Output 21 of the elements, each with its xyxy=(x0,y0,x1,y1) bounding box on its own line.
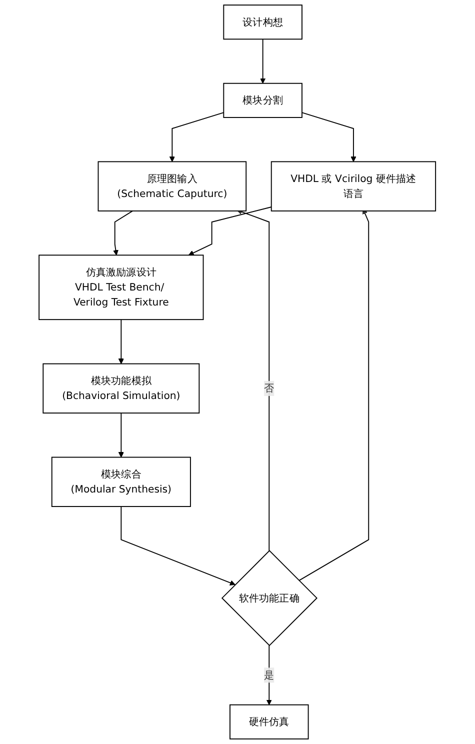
arrow xyxy=(302,112,356,162)
edge-label: 否 xyxy=(264,382,274,394)
node-box: 硬件仿真 xyxy=(230,704,309,740)
node-box: 设计构想 xyxy=(223,4,303,40)
node-box: VHDL 或 Vcirilog 硬件描述语言 xyxy=(271,161,436,212)
arrow xyxy=(118,319,124,364)
arrow xyxy=(298,208,370,582)
arrow xyxy=(120,506,236,586)
node-box: 仿真激励源设计 VHDL Test Bench/ Verilog Test Fixture xyxy=(38,254,204,320)
arrow xyxy=(260,38,266,84)
edge-label: 是 xyxy=(264,668,274,681)
arrow xyxy=(170,112,224,162)
node-box: 原理图输入 (Schematic Caputurc) xyxy=(98,161,247,212)
node-box: 模块分割 xyxy=(223,82,303,118)
arrow xyxy=(236,209,270,552)
arrow xyxy=(188,206,272,256)
arrow xyxy=(118,412,124,458)
node-box: 模块综合 (Modular Synthesis) xyxy=(52,456,192,507)
node-diamond: 软件功能正确 xyxy=(222,550,318,646)
arrow xyxy=(113,210,134,256)
node-box: 模块功能模拟 (Bchavioral Simulation) xyxy=(42,363,200,414)
